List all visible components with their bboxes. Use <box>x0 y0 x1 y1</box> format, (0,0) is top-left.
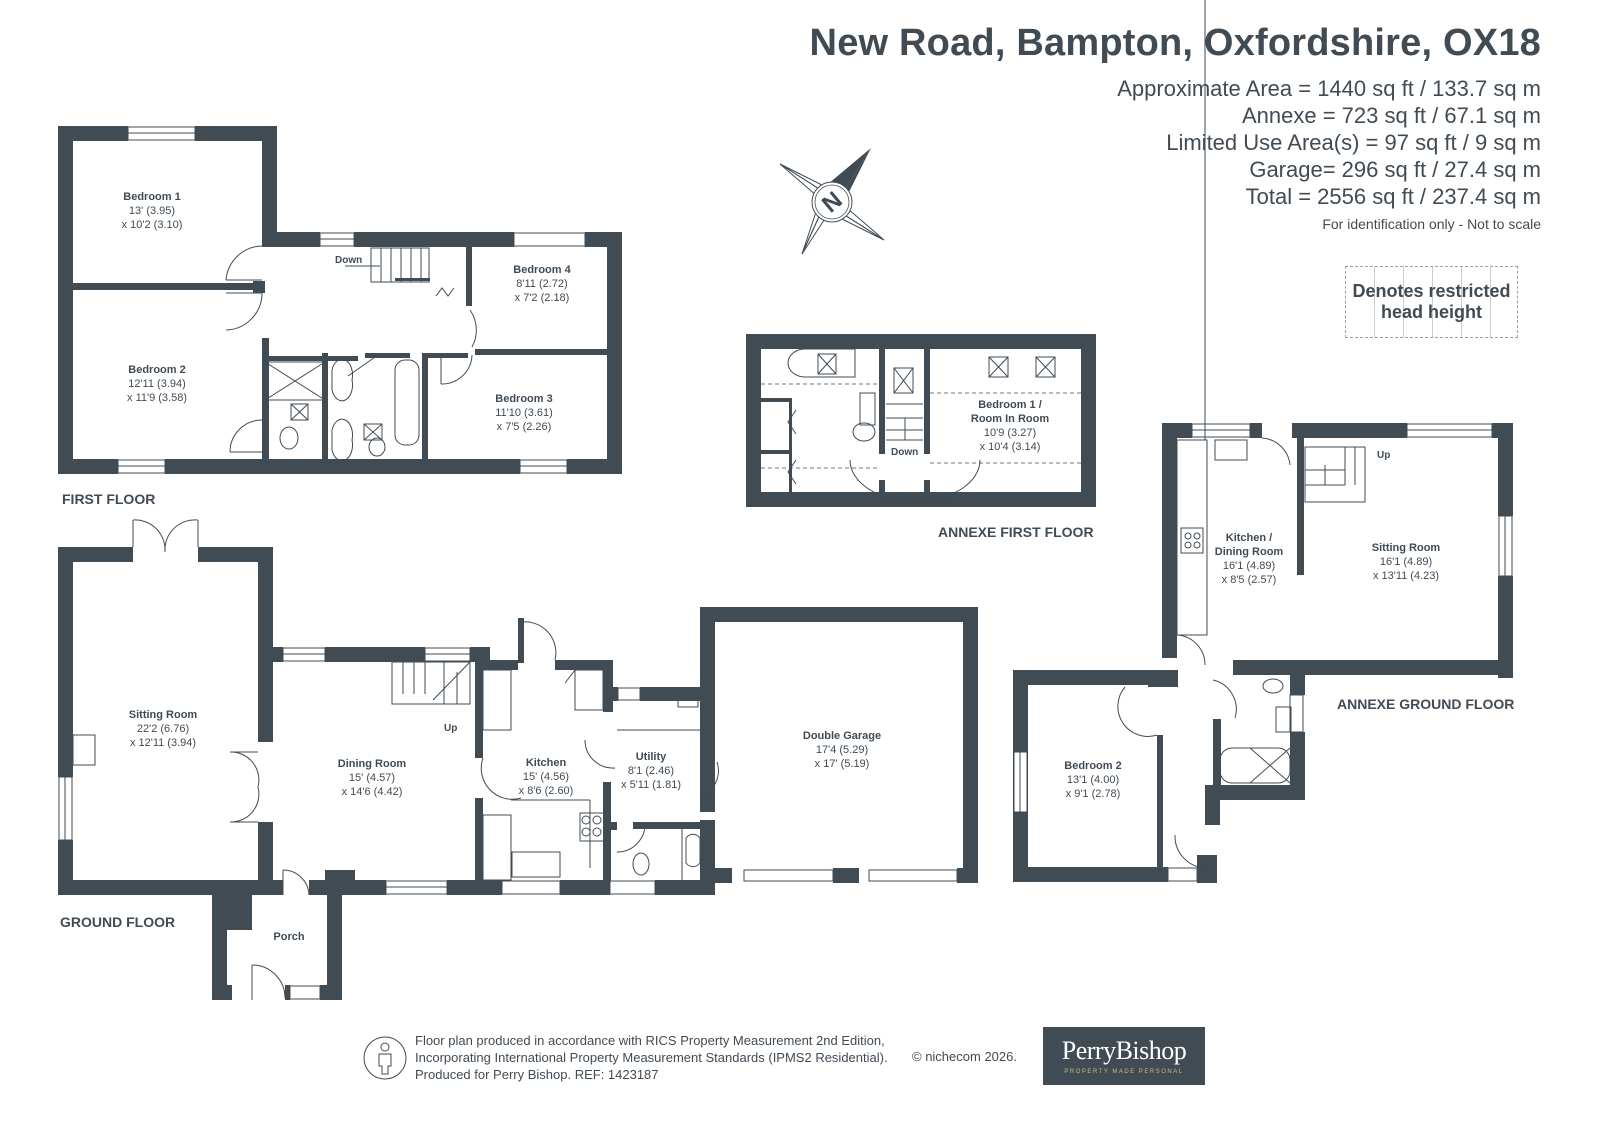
approximate-area: Approximate Area = 1440 sq ft / 133.7 sq… <box>1117 76 1541 101</box>
footer-disclaimer: Floor plan produced in accordance with R… <box>415 1033 888 1082</box>
legend-line-1: Denotes restricted <box>1352 281 1511 301</box>
room-sitting-room: Sitting Room 22'2 (6.76) x 12'11 (3.94) <box>128 709 198 749</box>
room-annexe-bedroom-1: Bedroom 1 / Room In Room 10'9 (3.27) x 1… <box>970 399 1050 453</box>
room-kitchen: Kitchen 15' (4.56) x 8'6 (2.60) <box>518 757 574 797</box>
disclaimer-note: For identification only - Not to scale <box>1322 216 1541 232</box>
annexe-ground-floor-label: ANNEXE GROUND FLOOR <box>1337 696 1515 712</box>
stairs-up-label: Up <box>444 723 458 734</box>
room-annexe-kitchen-dining: Kitchen / Dining Room 16'1 (4.89) x 8'5 … <box>1214 532 1284 586</box>
restricted-head-height-legend: Denotes restricted head height <box>1345 266 1518 338</box>
person-icon <box>363 1036 407 1080</box>
room-bedroom-2: Bedroom 2 12'11 (3.94) x 11'9 (3.58) <box>127 364 187 404</box>
room-dining-room: Dining Room 15' (4.57) x 14'6 (4.42) <box>337 758 407 798</box>
perry-bishop-logo: PerryBishop PROPERTY MADE PERSONAL <box>1043 1027 1205 1085</box>
first-floor-label: FIRST FLOOR <box>62 491 156 507</box>
windows <box>58 126 1513 1000</box>
room-bedroom-4: Bedroom 4 8'11 (2.72) x 7'2 (2.18) <box>513 264 571 304</box>
fixtures-and-doors <box>72 0 1366 1000</box>
property-title: New Road, Bampton, Oxfordshire, OX18 <box>809 22 1541 64</box>
annexe-area: Annexe = 723 sq ft / 67.1 sq m <box>1241 103 1541 128</box>
total-area: Total = 2556 sq ft / 237.4 sq m <box>1245 184 1541 209</box>
room-utility: Utility 8'1 (2.46) x 5'11 (1.81) <box>621 751 681 791</box>
logo-brand: PerryBishop <box>1061 1036 1187 1065</box>
restricted-height-lines <box>761 383 1081 469</box>
room-porch: Porch <box>273 931 305 943</box>
garage-area: Garage= 296 sq ft / 27.4 sq m <box>1249 157 1541 182</box>
room-annexe-bedroom-2: Bedroom 2 13'1 (4.00) x 9'1 (2.78) <box>1064 760 1122 800</box>
limited-use-area: Limited Use Area(s) = 97 sq ft / 9 sq m <box>1166 130 1541 155</box>
logo-tagline: PROPERTY MADE PERSONAL <box>1064 1069 1184 1075</box>
legend-line-2: head height <box>1380 302 1482 322</box>
annexe-stairs-down-label: Down <box>891 447 919 458</box>
ground-floor-label: GROUND FLOOR <box>60 914 176 930</box>
annexe-stairs-up-label: Up <box>1377 450 1391 461</box>
north-compass-icon: N <box>779 148 885 255</box>
annexe-first-floor-label: ANNEXE FIRST FLOOR <box>938 524 1094 540</box>
room-double-garage: Double Garage 17'4 (5.29) x 17' (5.19) <box>802 730 882 770</box>
room-bedroom-3: Bedroom 3 11'10 (3.61) x 7'5 (2.26) <box>495 393 553 433</box>
walls <box>58 126 1513 1000</box>
room-annexe-sitting-room: Sitting Room 16'1 (4.89) x 13'11 (4.23) <box>1371 542 1441 582</box>
stairs-down-label: Down <box>335 255 363 266</box>
room-bedroom-1: Bedroom 1 13' (3.95) x 10'2 (3.10) <box>121 191 183 231</box>
copyright-text: © nichecom 2026. <box>912 1049 1017 1064</box>
